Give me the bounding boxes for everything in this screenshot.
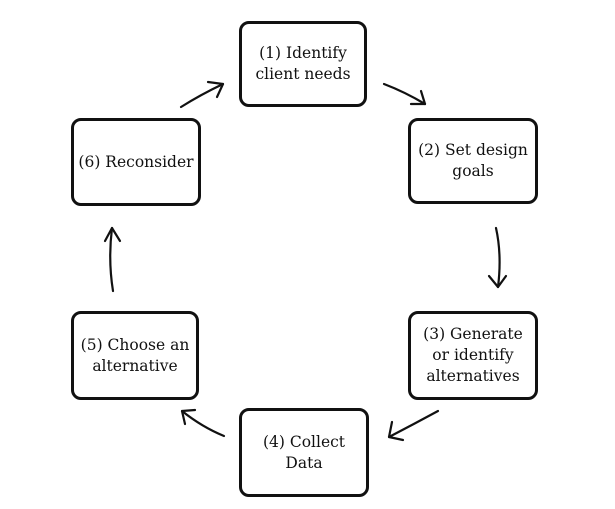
node-step-2-label: (2) Set design goals	[418, 141, 528, 180]
node-step-6-label: (6) Reconsider	[78, 152, 194, 171]
arrow-step-1-to-step-2	[382, 82, 427, 106]
arrow-step-6-to-step-1	[179, 80, 225, 109]
node-step-6: (6) Reconsider	[71, 118, 201, 206]
arrow-step-3-to-step-4	[387, 409, 440, 442]
node-step-1-label: (1) Identify client needs	[255, 44, 351, 83]
node-step-5: (5) Choose an alternative	[71, 311, 199, 400]
arrow-step-4-to-step-5	[180, 408, 226, 438]
node-step-3-label: (3) Generate or identify alternatives	[423, 325, 523, 385]
node-step-4: (4) Collect Data	[239, 408, 369, 497]
node-step-2: (2) Set design goals	[408, 118, 538, 204]
arrow-step-2-to-step-3	[487, 226, 508, 289]
node-step-1: (1) Identify client needs	[239, 21, 367, 107]
arrow-step-5-to-step-6	[103, 226, 122, 293]
node-step-4-label: (4) Collect Data	[262, 432, 346, 472]
node-step-3: (3) Generate or identify alternatives	[408, 311, 538, 400]
node-step-5-label: (5) Choose an alternative	[80, 335, 190, 375]
